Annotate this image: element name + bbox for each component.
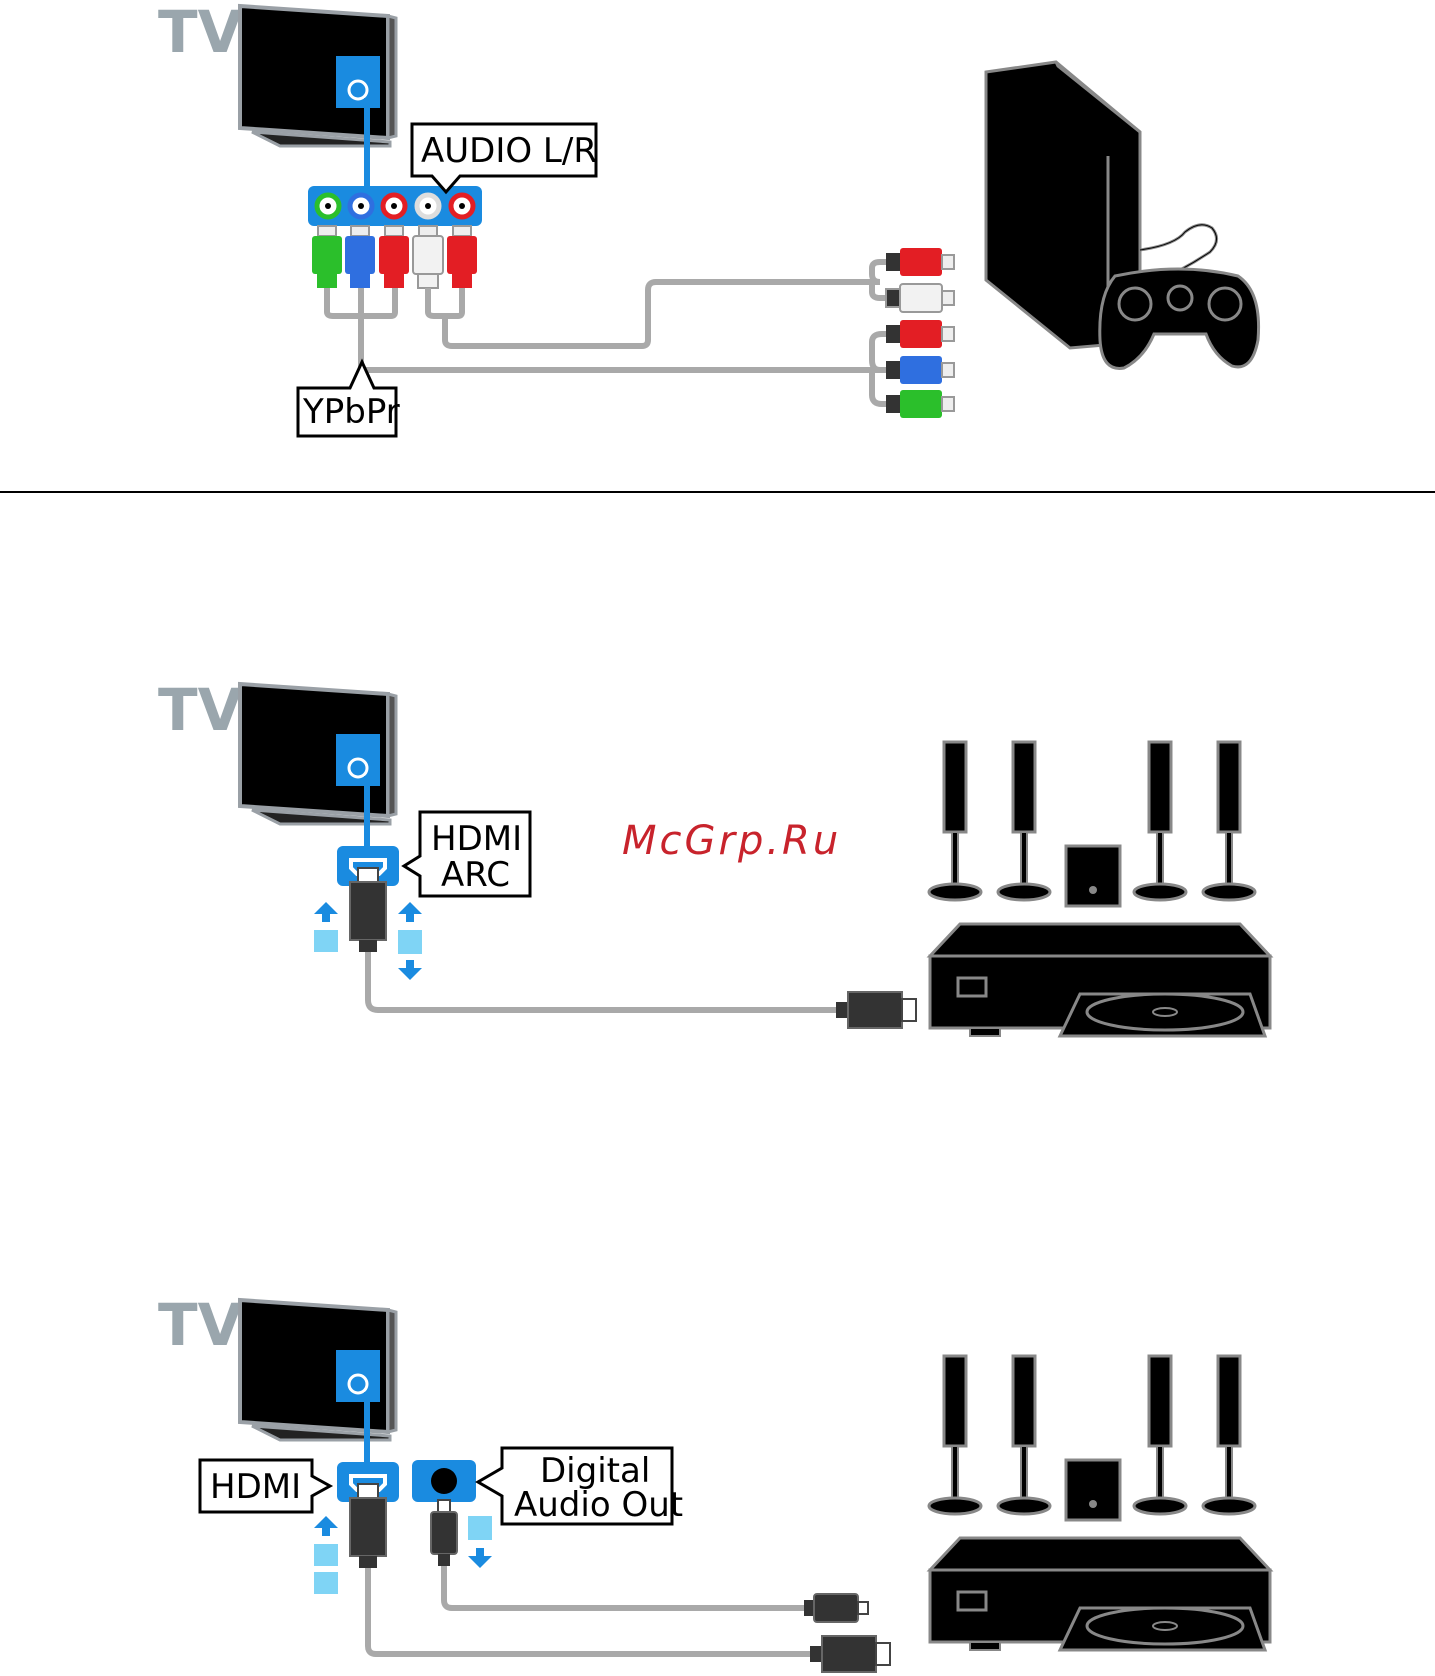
speaker-icon [1203, 742, 1255, 900]
speaker-icon [1203, 1356, 1255, 1514]
device-red-video-plug [886, 320, 954, 348]
tv-icon [240, 1300, 396, 1440]
speaker-icon [929, 742, 981, 900]
device-red-audio-plug [886, 248, 954, 276]
device-digital-audio-plug [804, 1594, 868, 1622]
home-theater-icon [929, 1356, 1270, 1650]
audio-bidirectional-arrow-icon [398, 902, 422, 980]
green-plug [312, 226, 342, 288]
receiver-icon [930, 1538, 1270, 1650]
tv-label: TV [158, 0, 243, 66]
hdmi-label: HDMI [210, 1467, 301, 1507]
speaker-icon [929, 1356, 981, 1514]
audio-lr-label: AUDIO L/R [421, 131, 597, 171]
device-blue-plug [886, 356, 954, 384]
ypbpr-label: YPbPr [302, 392, 400, 432]
hdmi-callout: HDMI [200, 1460, 330, 1512]
component-port-block [308, 186, 482, 226]
section-component-video: TV [158, 0, 1259, 436]
hdmi-cable [368, 952, 840, 1010]
red-plug [379, 226, 409, 288]
receiver-icon [930, 924, 1270, 1036]
speaker-icon [1134, 1356, 1186, 1514]
digital-audio-port [412, 1460, 476, 1502]
audio-down-arrow-icon [468, 1516, 492, 1568]
video-up-arrow-icon [314, 902, 338, 952]
section-hdmi-arc: TV HDMI ARC McGrp.Ru [158, 676, 1270, 1036]
speaker-icon [998, 742, 1050, 900]
speaker-icon [1134, 742, 1186, 900]
hdmi-arc-callout: HDMI ARC [404, 812, 530, 896]
device-white-plug [886, 284, 954, 312]
game-console-icon [986, 62, 1259, 368]
speaker-icon [998, 1356, 1050, 1514]
device-hdmi-plug [810, 1636, 890, 1672]
blue-plug [345, 226, 375, 288]
tv-label: TV [158, 676, 243, 744]
arc-label: ARC [441, 855, 510, 895]
tv-label: TV [158, 1291, 243, 1359]
tv-icon [240, 6, 396, 146]
red-audio-plug [447, 226, 477, 288]
watermark: McGrp.Ru [622, 818, 841, 864]
cables [327, 262, 890, 404]
subwoofer-icon [1066, 1460, 1120, 1520]
video-audio-up-arrow-icon [314, 1516, 338, 1594]
home-theater-icon [929, 742, 1270, 1036]
digital-audio-out-callout: Digital Audio Out [478, 1448, 683, 1525]
audio-out-label: Audio Out [514, 1485, 683, 1525]
cables [368, 1566, 814, 1654]
hdmi-label: HDMI [431, 819, 522, 859]
audio-lr-callout: AUDIO L/R [412, 124, 597, 192]
white-plug [413, 226, 443, 288]
ypbpr-callout: YPbPr [298, 362, 400, 436]
device-green-plug [886, 390, 954, 418]
tv-icon [240, 684, 396, 824]
digital-audio-plug [431, 1500, 457, 1566]
section-hdmi-digital-audio: TV [158, 1291, 1270, 1672]
device-hdmi-plug [836, 992, 916, 1028]
subwoofer-icon [1066, 846, 1120, 906]
